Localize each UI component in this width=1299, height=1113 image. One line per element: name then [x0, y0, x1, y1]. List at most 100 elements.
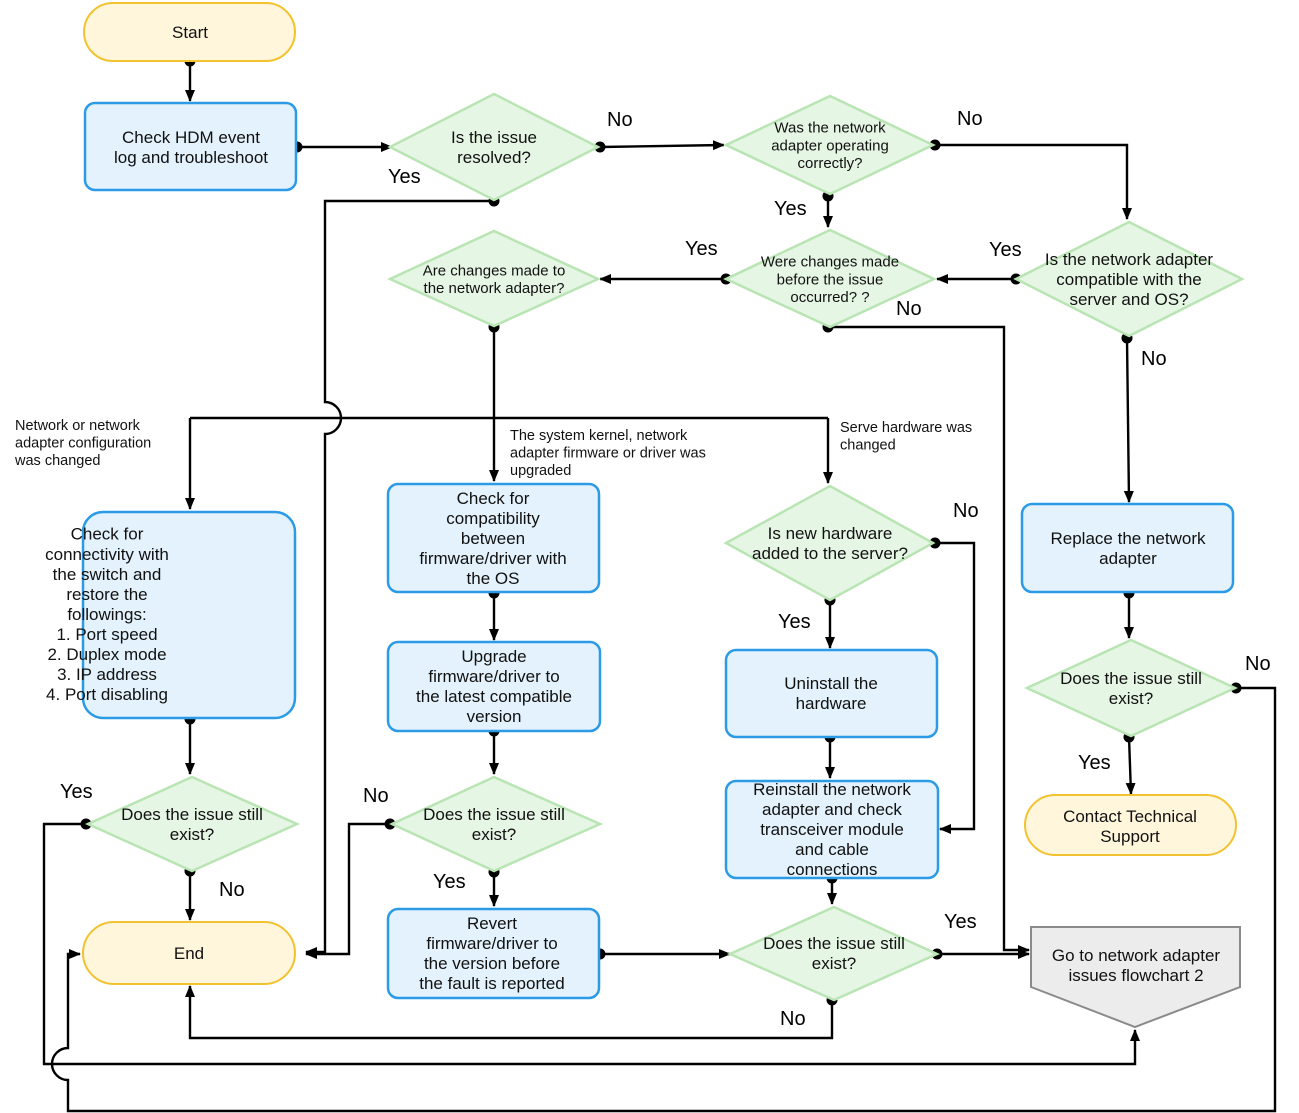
- q-exist-hw-decision: [726, 905, 941, 1002]
- check-connectivity-line-8: 3. IP address: [57, 665, 157, 684]
- check-connectivity-process: [81, 510, 297, 720]
- label-operating-no: No: [957, 108, 983, 130]
- label-compatible-no: No: [1141, 348, 1167, 370]
- check-compat-fw-line-4: firmware/driver with: [419, 549, 566, 568]
- edge-resolved-no: [599, 140, 725, 151]
- q-exist-mid-decision: [389, 775, 604, 873]
- check-hdm-process: [83, 101, 298, 192]
- reinstall-adapter-line-4: and cable: [795, 840, 869, 859]
- note-kernel-upgraded: The system kernel, network adapter firmwa…: [510, 428, 706, 479]
- replace-adapter-process: [1020, 502, 1235, 594]
- q-operating-line-1: Was the network: [774, 120, 886, 137]
- check-hdm-line-1: Check HDM event: [122, 128, 260, 147]
- upgrade-fw-line-2: firmware/driver to: [428, 667, 559, 686]
- q-exist-hw-line-1: Does the issue still: [763, 934, 905, 953]
- label-exist-mid-no: No: [363, 785, 389, 807]
- check-connectivity-line-1: Check for: [71, 525, 144, 544]
- label-new-hw-no: No: [953, 500, 979, 522]
- revert-fw-line-3: the version before: [424, 954, 560, 973]
- q-changes-adapter-decision: [386, 229, 602, 328]
- upgrade-fw-line-3: the latest compatible: [416, 687, 572, 706]
- label-resolved-no: No: [607, 109, 633, 131]
- edge-exist-hw-no: [185, 985, 834, 1040]
- label-compatible-yes: Yes: [989, 239, 1022, 261]
- label-exist-left-no: No: [219, 879, 245, 901]
- check-compat-fw-line-1: Check for: [457, 489, 530, 508]
- label-changes-before-no: No: [896, 298, 922, 320]
- note-hardware-changed-line-2: changed: [840, 438, 896, 454]
- label-exist-hw-yes: Yes: [944, 911, 977, 933]
- edge-compatible-no: [1123, 337, 1134, 503]
- q-operating-line-3: correctly?: [797, 155, 862, 172]
- edge-labels: No Yes No Yes Yes No Yes No No Yes No Ye…: [60, 108, 1271, 1030]
- label-new-hw-yes: Yes: [778, 611, 811, 633]
- flowchart2-offpage: [1030, 926, 1241, 1029]
- note-config-changed-line-1: Network or network: [15, 418, 141, 434]
- q-exist-hw-line-2: exist?: [812, 954, 856, 973]
- edge-exist-right-no: [50, 686, 1277, 1113]
- check-compat-fw-line-5: the OS: [467, 569, 520, 588]
- q-changes-adapter-line-1: Are changes made to: [423, 262, 566, 279]
- q-compatible-line-1: Is the network adapter: [1045, 250, 1214, 269]
- check-connectivity-line-9: 4. Port disabling: [46, 685, 168, 704]
- note-kernel-upgraded-line-2: adapter firmware or driver was: [510, 446, 706, 462]
- reinstall-adapter-line-1: Reinstall the network: [753, 780, 911, 799]
- q-resolved-decision: [387, 92, 601, 202]
- q-changes-before-decision: [723, 228, 937, 329]
- label-exist-right-yes: Yes: [1078, 752, 1111, 774]
- q-compatible-line-2: compatible with the: [1056, 270, 1202, 289]
- edge-operating-no: [935, 143, 1132, 220]
- upgrade-fw-line-1: Upgrade: [461, 647, 526, 666]
- note-kernel-upgraded-line-3: upgraded: [510, 463, 571, 479]
- revert-fw-line-1: Revert: [467, 914, 517, 933]
- q-exist-left-line-2: exist?: [170, 825, 214, 844]
- label-exist-mid-yes: Yes: [433, 871, 466, 893]
- check-connectivity-line-2: connectivity with: [45, 545, 169, 564]
- q-exist-right-line-1: Does the issue still: [1060, 669, 1202, 688]
- q-changes-adapter-line-2: the network adapter?: [424, 280, 565, 297]
- reinstall-adapter-line-3: transceiver module: [760, 820, 904, 839]
- q-resolved-line-1: Is the issue: [451, 128, 537, 147]
- q-changes-before-line-2: before the issue: [777, 271, 884, 288]
- check-hdm-line-2: log and troubleshoot: [114, 148, 268, 167]
- flowchart2-line-1: Go to network adapter: [1052, 946, 1221, 965]
- q-new-hw-decision: [723, 484, 936, 602]
- label-resolved-yes: Yes: [388, 166, 421, 188]
- note-kernel-upgraded-line-1: The system kernel, network: [510, 428, 688, 444]
- check-compat-fw-line-2: compatibility: [446, 509, 540, 528]
- end-line-1: End: [174, 944, 204, 963]
- label-exist-right-no: No: [1245, 653, 1271, 675]
- revert-fw-process: [386, 907, 601, 1000]
- check-connectivity-line-6: 1. Port speed: [56, 625, 157, 644]
- q-exist-mid-line-1: Does the issue still: [423, 805, 565, 824]
- note-config-changed-line-3: was changed: [14, 453, 100, 469]
- edge-new-hw-no: [935, 541, 976, 834]
- q-changes-before-line-3: occurred? ?: [790, 289, 869, 306]
- end-terminal: [82, 921, 296, 985]
- upgrade-fw-line-4: version: [467, 707, 522, 726]
- connectors: [42, 62, 1277, 1113]
- upgrade-fw-process: [386, 640, 602, 733]
- start-text: Start: [172, 23, 208, 42]
- revert-fw-line-2: firmware/driver to: [426, 934, 557, 953]
- note-config-changed-line-2: adapter configuration: [15, 436, 151, 452]
- uninstall-hw-process: [724, 648, 939, 739]
- uninstall-hw-line-2: hardware: [796, 694, 867, 713]
- check-connectivity-line-5: followings:: [67, 605, 146, 624]
- contact-support-line-1: Contact Technical: [1063, 807, 1197, 826]
- q-exist-right-decision: [1024, 638, 1238, 738]
